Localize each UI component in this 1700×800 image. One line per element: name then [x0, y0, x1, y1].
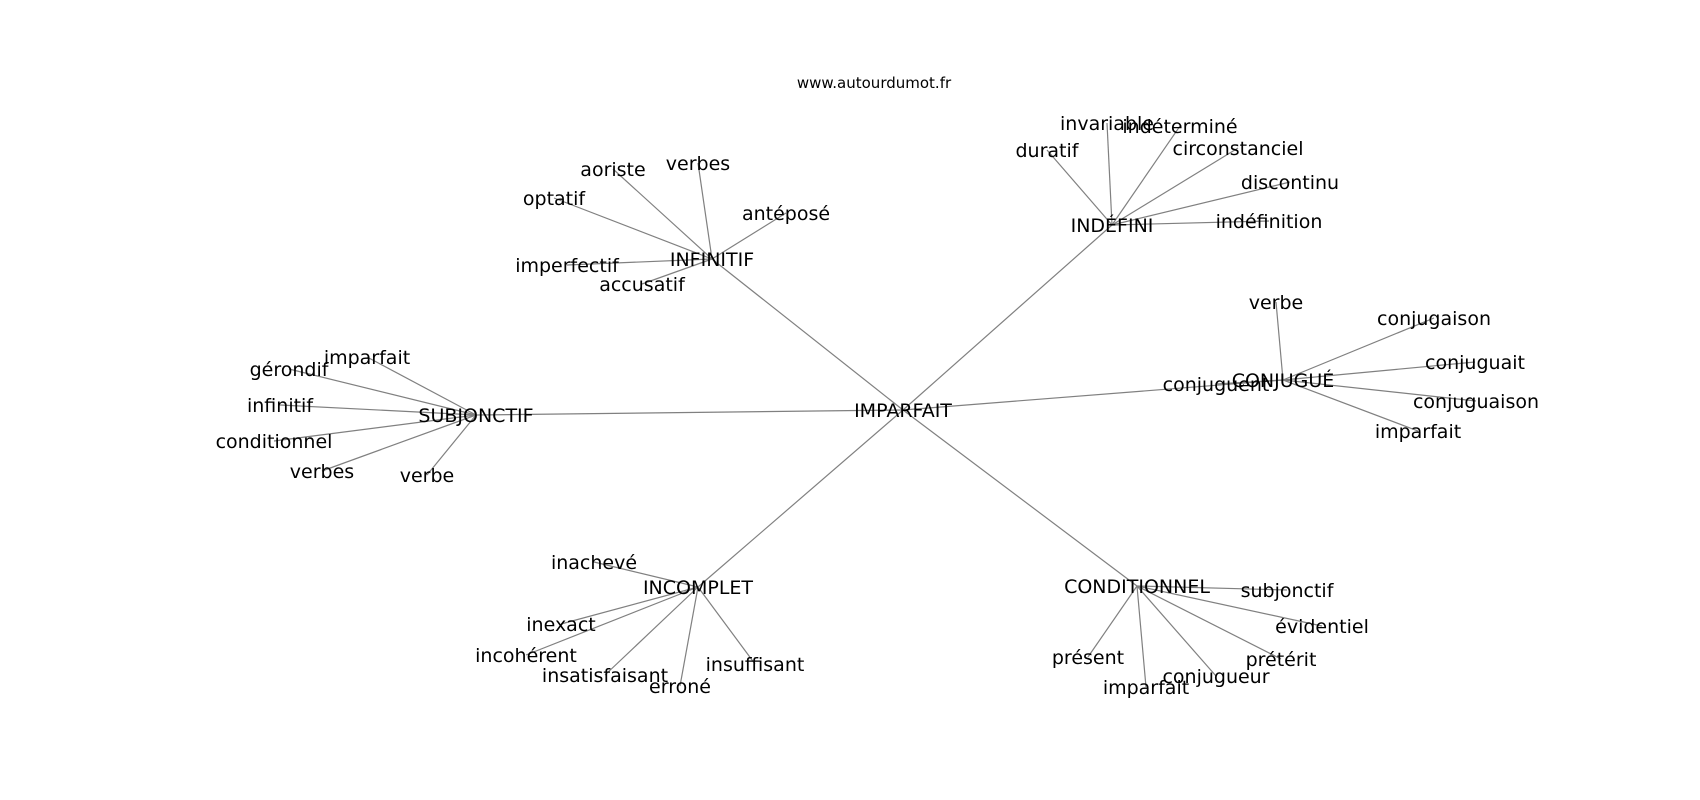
edge-hub-to-leaf	[273, 414, 477, 442]
leaf-node-label: circonstanciel	[1173, 138, 1304, 160]
edge-hub-to-leaf	[1136, 585, 1147, 688]
source-label: www.autourdumot.fr	[797, 74, 952, 92]
hub-node-label: CONDITIONNEL	[1064, 576, 1210, 598]
leaf-node-label: conditionnel	[216, 431, 333, 453]
edge-hub-to-leaf	[612, 168, 713, 260]
edge-center-to-hub	[697, 409, 904, 588]
leaf-node-label: conjuguait	[1425, 352, 1525, 374]
leaf-node-label: conjugueur	[1162, 666, 1269, 688]
edge-center-to-hub	[902, 224, 1113, 411]
leaf-node-label: évidentiel	[1275, 616, 1369, 638]
edge-hub-to-leaf	[321, 414, 477, 472]
edge-hub-to-leaf	[288, 368, 477, 416]
leaf-node-label: verbe	[400, 465, 455, 487]
labels-layer: IMPARFAIT INFINITIF aoriste verbes optatif an…	[216, 113, 1539, 699]
leaf-node-label: conjuguent	[1163, 374, 1270, 396]
leaf-node-label: verbe	[1249, 292, 1304, 314]
leaf-node-label: aoriste	[580, 159, 645, 181]
edge-hub-to-leaf	[1136, 585, 1217, 677]
leaf-node-label: erroné	[649, 676, 711, 698]
center-node-label: IMPARFAIT	[854, 400, 952, 422]
leaf-node-label: invariable	[1060, 113, 1154, 135]
edge-hub-to-leaf	[1111, 220, 1270, 226]
edge-hub-to-leaf	[1282, 379, 1419, 432]
hub-node-label: CONJUGUÉ	[1232, 369, 1335, 392]
edge-hub-to-leaf	[1046, 149, 1113, 226]
leaf-node-label: indéterminé	[1122, 116, 1237, 138]
edge-center-to-hub	[902, 409, 1138, 587]
hub-node-label: INCOMPLET	[643, 577, 753, 599]
edge-center-to-hub	[902, 379, 1284, 411]
edge-hub-to-leaf	[566, 258, 713, 266]
edge-hub-to-leaf	[366, 356, 477, 416]
leaf-node-label: prétérit	[1246, 649, 1317, 671]
edge-hub-to-leaf	[553, 197, 713, 260]
edge-center-to-hub	[475, 409, 904, 416]
leaf-node-label: imparfait	[1103, 677, 1189, 699]
leaf-node-label: incohérent	[475, 645, 577, 667]
edge-hub-to-leaf	[1106, 122, 1113, 226]
leaf-node-label: imparfait	[324, 347, 410, 369]
edge-hub-to-leaf	[679, 586, 699, 687]
edge-hub-to-leaf	[604, 586, 699, 676]
leaf-node-label: imparfait	[1375, 421, 1461, 443]
edge-hub-to-leaf	[525, 586, 699, 656]
edge-hub-to-leaf	[279, 404, 477, 416]
edge-hub-to-leaf	[1111, 125, 1181, 226]
leaf-node-label: gérondif	[250, 359, 330, 381]
leaf-node-label: discontinu	[1241, 172, 1339, 194]
edge-center-to-hub	[711, 258, 904, 411]
edge-hub-to-leaf	[711, 212, 787, 260]
leaf-node-label: optatif	[523, 188, 587, 210]
leaf-node-label: insuffisant	[706, 654, 805, 676]
edge-hub-to-leaf	[1136, 585, 1282, 660]
hub-node-label: INFINITIF	[670, 249, 754, 271]
leaf-node-label: indéfinition	[1216, 211, 1323, 233]
edge-hub-to-leaf	[1275, 301, 1284, 381]
leaf-node-label: subjonctif	[1241, 580, 1335, 602]
edges-layer	[273, 122, 1477, 688]
leaf-node-label: duratif	[1016, 140, 1080, 162]
leaf-node-label: conjugaison	[1377, 308, 1491, 330]
edge-hub-to-leaf	[1215, 379, 1284, 385]
hub-node-label: INDÉFINI	[1071, 214, 1154, 237]
edge-hub-to-leaf	[1282, 361, 1476, 381]
leaf-node-label: inachevé	[551, 552, 637, 574]
leaf-node-label: présent	[1052, 647, 1124, 669]
edge-hub-to-leaf	[1111, 181, 1291, 226]
edge-hub-to-leaf	[593, 561, 699, 588]
edge-hub-to-leaf	[697, 586, 756, 665]
leaf-node-label: imperfectif	[515, 255, 620, 277]
edge-hub-to-leaf	[1087, 585, 1138, 658]
edge-hub-to-leaf	[1136, 585, 1323, 627]
edge-hub-to-leaf	[641, 258, 713, 285]
edge-hub-to-leaf	[1136, 585, 1288, 591]
hub-node-label: SUBJONCTIF	[418, 405, 533, 427]
leaf-node-label: insatisfaisant	[542, 665, 668, 687]
leaf-node-label: conjuguaison	[1413, 391, 1539, 413]
edge-hub-to-leaf	[697, 162, 713, 260]
edge-hub-to-leaf	[1282, 317, 1435, 381]
edge-hub-to-leaf	[426, 414, 477, 476]
edge-hub-to-leaf	[560, 586, 699, 625]
edge-hub-to-leaf	[1111, 147, 1239, 226]
leaf-node-label: infinitif	[247, 395, 314, 417]
leaf-node-label: verbes	[290, 461, 354, 483]
leaf-node-label: verbes	[666, 153, 730, 175]
leaf-node-label: accusatif	[599, 274, 686, 296]
edge-hub-to-leaf	[1282, 379, 1477, 402]
leaf-node-label: inexact	[526, 614, 595, 636]
leaf-node-label: antéposé	[742, 203, 830, 225]
